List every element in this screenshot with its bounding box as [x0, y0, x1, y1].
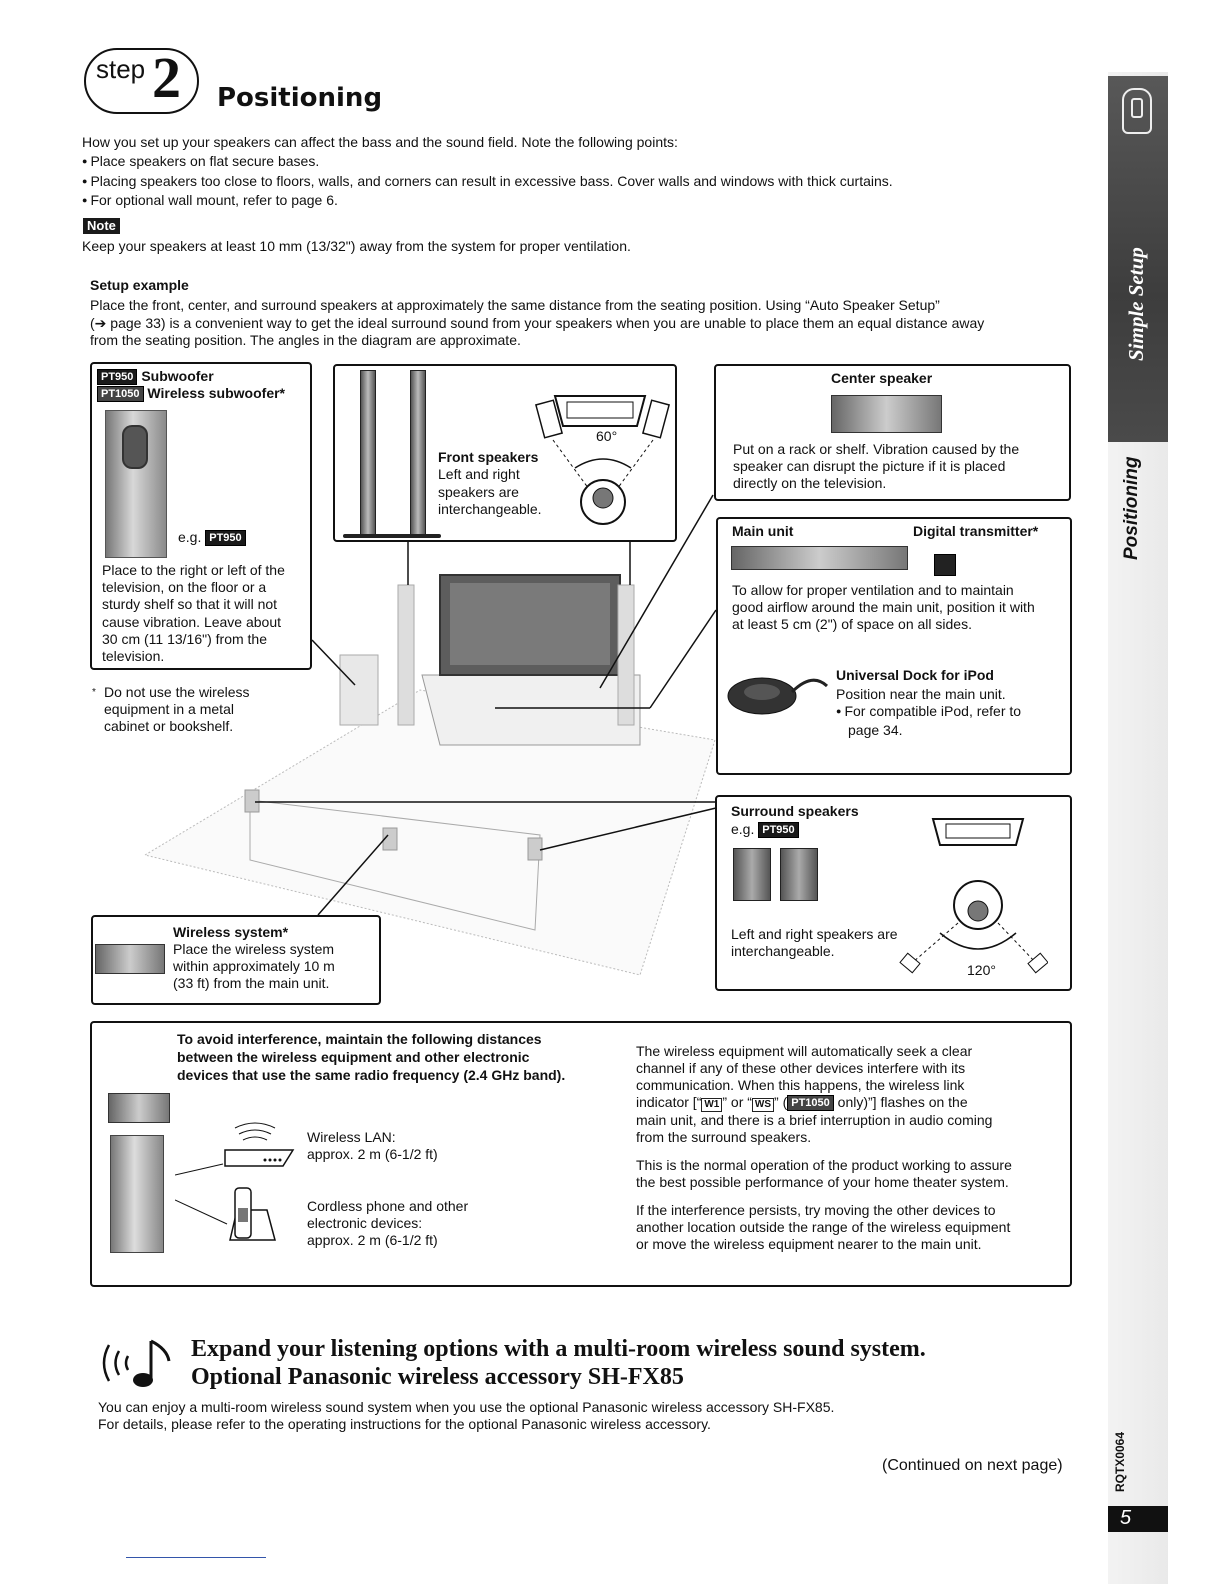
wireless-system-title: Wireless system*: [173, 924, 289, 940]
expand-title: Expand your listening options with a mul…: [191, 1336, 926, 1362]
subwoofer-title: Subwoofer: [141, 368, 214, 384]
front-angle-diagram: [535, 395, 671, 525]
wireless-subwoofer-title-line: PT1050 Wireless subwoofer*: [97, 385, 285, 402]
step-number: 2: [152, 45, 181, 110]
surround-eg-line: e.g. PT950: [731, 821, 799, 838]
wireless-subwoofer-title: Wireless subwoofer*: [147, 385, 286, 401]
intro-bullet: For optional wall mount, refer to page 6…: [82, 192, 337, 209]
interference-main-unit-image: [108, 1093, 170, 1123]
main-unit-title: Main unit: [732, 523, 794, 539]
ipod-dock-desc: Position near the main unit.: [836, 686, 1006, 702]
subwoofer-title-line: PT950 Subwoofer: [97, 368, 214, 385]
ipod-dock-bullet: For compatible iPod, refer to: [836, 703, 1021, 720]
front-speaker-tower-left: [360, 370, 376, 535]
front-speaker-tower-right: [410, 370, 426, 535]
ws-indicator: WS: [751, 1098, 775, 1112]
subwoofer-eg-line: e.g. PT950: [178, 529, 246, 546]
note-text: Keep your speakers at least 10 mm (13/32…: [82, 238, 631, 254]
wireless-system-desc: Place the wireless system within approxi…: [173, 941, 335, 991]
ipod-dock-title: Universal Dock for iPod: [836, 667, 994, 683]
surround-speakers-title: Surround speakers: [731, 803, 859, 819]
page-title: Positioning: [217, 83, 383, 113]
step-badge: step 2: [84, 45, 199, 114]
pt1050-tag: PT1050: [97, 386, 144, 402]
side-tab-simple-setup: Simple Setup: [1108, 76, 1168, 442]
intro-bullet: Place speakers on flat secure bases.: [82, 153, 319, 170]
ipod-dock-bullet-cont: page 34.: [848, 722, 903, 738]
digital-transmitter-image: [934, 554, 956, 576]
interference-paragraph-1: The wireless equipment will automaticall…: [636, 1043, 993, 1145]
interference-paragraph-3: If the interference persists, try moving…: [636, 1202, 1011, 1252]
intro-bullet: Placing speakers too close to floors, wa…: [82, 173, 892, 190]
front-angle-label: 60°: [596, 428, 618, 444]
setup-line: Place the front, center, and surround sp…: [90, 297, 940, 313]
page-number: 5: [1120, 1507, 1132, 1529]
center-speaker-image: [831, 395, 942, 433]
front-speakers-title: Front speakers: [438, 449, 539, 465]
wireless-system-image: [95, 944, 165, 974]
wireless-lan-title: Wireless LAN:: [307, 1129, 396, 1145]
w1-indicator: W1: [701, 1098, 723, 1112]
cordless-phone-desc: Cordless phone and other electronic devi…: [307, 1198, 469, 1248]
pt950-tag: PT950: [97, 369, 138, 385]
wireless-lan-distance: approx. 2 m (6-1/2 ft): [307, 1146, 438, 1162]
front-speaker-base: [343, 534, 441, 538]
bottom-rule: [126, 1557, 266, 1558]
center-speaker-desc: Put on a rack or shelf. Vibration caused…: [733, 441, 1020, 491]
front-speakers-desc: Left and right speakers are interchangea…: [438, 466, 542, 517]
surround-speaker-left-image: [733, 848, 771, 901]
wireless-footnote: * Do not use the wireless equipment in a…: [92, 684, 250, 734]
surround-angle-diagram: [899, 818, 1048, 974]
surround-speaker-right-image: [780, 848, 818, 901]
step-word: step: [96, 54, 146, 84]
plug-icon: [1122, 88, 1152, 134]
digital-transmitter-title: Digital transmitter*: [913, 523, 1039, 539]
subwoofer-desc: Place to the right or left of the televi…: [102, 562, 285, 665]
center-speaker-title: Center speaker: [831, 370, 933, 386]
surround-desc: Left and right speakers are interchangea…: [731, 926, 898, 959]
ipod-dock-image: [727, 677, 829, 715]
page-number-box: [1108, 1506, 1168, 1532]
router-icon: [175, 1122, 295, 1176]
continued-label: (Continued on next page): [882, 1457, 1063, 1474]
expand-line: You can enjoy a multi-room wireless soun…: [98, 1399, 835, 1415]
expand-subtitle: Optional Panasonic wireless accessory SH…: [191, 1364, 684, 1390]
interference-subwoofer-image: [110, 1135, 164, 1253]
cordless-phone-icon: [175, 1187, 276, 1241]
main-unit-desc: To allow for proper ventilation and to m…: [732, 582, 1035, 632]
interference-heading: To avoid interference, maintain the foll…: [177, 1031, 566, 1083]
interference-paragraph-2: This is the normal operation of the prod…: [636, 1157, 1012, 1190]
expand-line: For details, please refer to the operati…: [98, 1416, 711, 1432]
intro-lead: How you set up your speakers can affect …: [82, 134, 678, 150]
surround-angle-label: 120°: [967, 962, 996, 978]
subwoofer-image: [105, 410, 167, 558]
wireless-music-icon: [102, 1339, 171, 1387]
setup-heading: Setup example: [90, 277, 189, 293]
setup-line: from the seating position. The angles in…: [90, 332, 521, 348]
main-unit-image: [731, 546, 908, 570]
note-label: Note: [83, 218, 120, 234]
setup-line: (➔ page 33) is a convenient way to get t…: [90, 315, 985, 331]
